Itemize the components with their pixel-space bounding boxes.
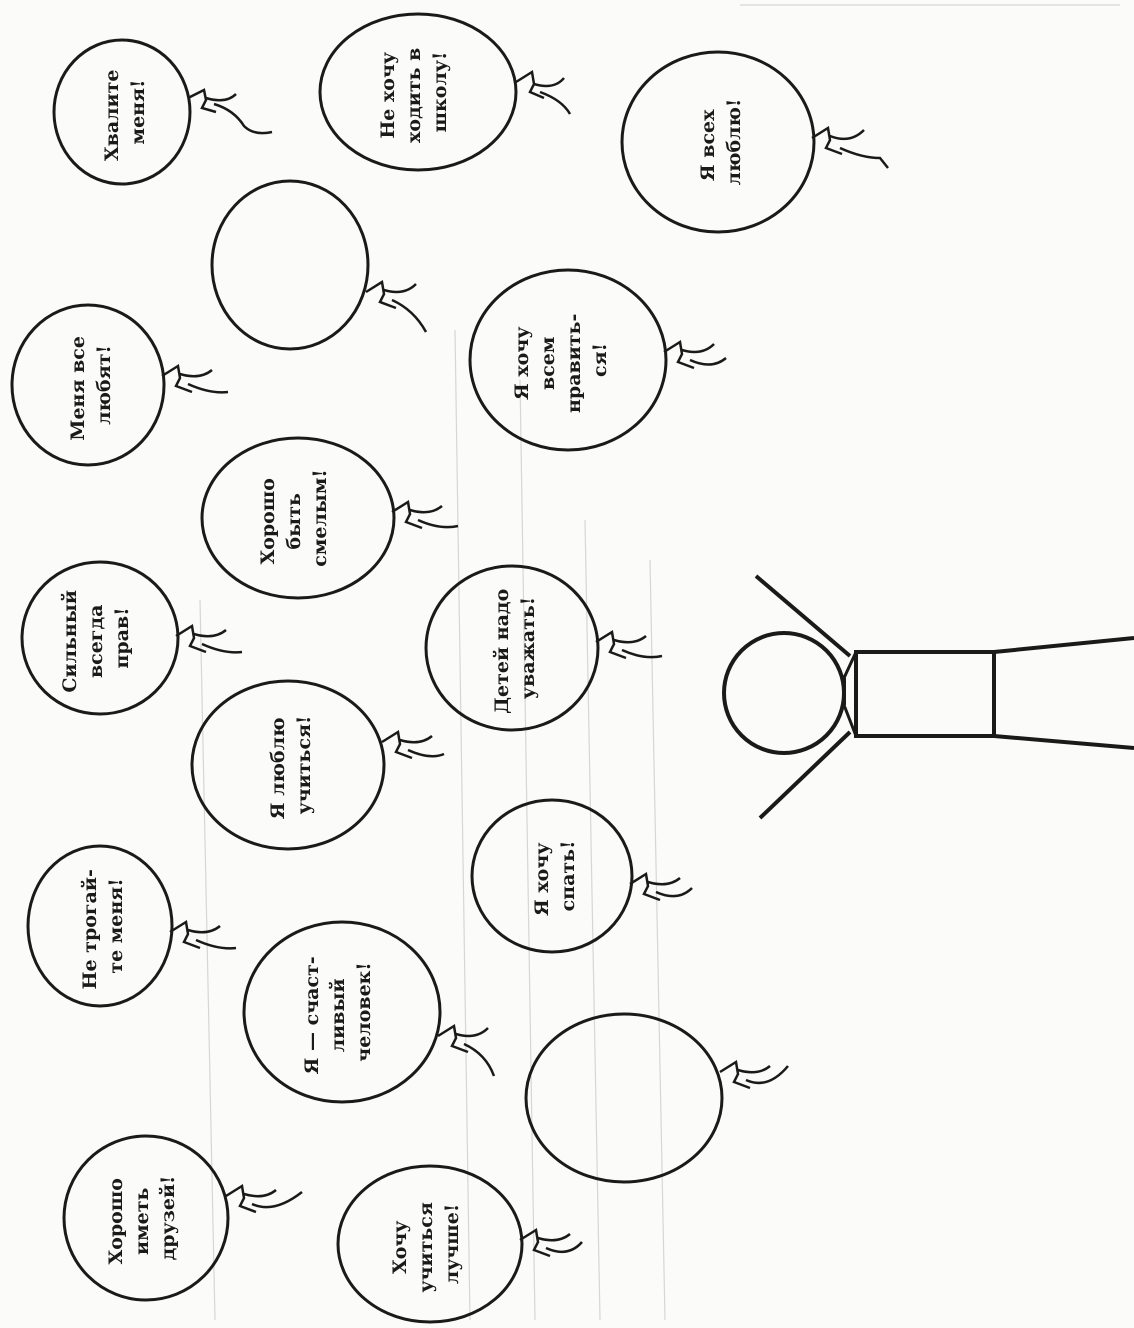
balloon-ya-vsekh-lyublyu: Я всех люблю! bbox=[620, 50, 889, 234]
balloon-ya-schastlivyy-chelovek: Я — счаст- ливый человек! bbox=[242, 920, 496, 1104]
balloon-text: Я — счаст- ливый человек! bbox=[301, 950, 375, 1075]
balloon-khorosho-imet-druzey: Хорошо иметь друзей! bbox=[62, 1134, 303, 1302]
balloon-text: Не трогай- те меня! bbox=[79, 863, 127, 990]
balloon-text: Я всех люблю! bbox=[697, 99, 745, 186]
balloon-detey-nado-uvazhat: Детей надо уважать! bbox=[424, 564, 663, 732]
bleed-through-texture bbox=[199, 4, 1120, 1321]
balloon-text: Хорошо иметь друзей! bbox=[105, 1171, 179, 1264]
balloon-text: Я люблю учиться! bbox=[267, 711, 315, 819]
figure-torso bbox=[854, 650, 996, 738]
balloon-ne-khochu-v-shkolu: Не хочу ходить в школу! bbox=[318, 12, 572, 172]
balloon-text: Хочу учиться лучше! bbox=[389, 1195, 463, 1292]
balloon-ya-khochu-vsem-nravitsya: Я хочу всем нравить- ся! bbox=[468, 268, 727, 452]
figure-arm-right bbox=[758, 730, 852, 820]
balloon-text: Не хочу ходить в школу! bbox=[377, 41, 451, 143]
figure-leg-lower bbox=[993, 734, 1134, 750]
balloon-ya-lyublyu-uchitsya: Я люблю учиться! bbox=[190, 679, 445, 851]
balloon-blank-top bbox=[210, 179, 428, 351]
balloon-text: Я хочу спать! bbox=[531, 836, 579, 916]
balloon-silnyy-vsegda-prav: Сильный всегда прав! bbox=[20, 560, 243, 716]
balloon-text: Хвалите меня! bbox=[101, 63, 149, 161]
balloon-text: Меня все любят! bbox=[67, 329, 115, 440]
balloon-blank-bottom bbox=[524, 1012, 789, 1184]
balloon-khorosho-byt-smelym: Хорошо быть смелым! bbox=[200, 436, 459, 600]
stick-figure bbox=[722, 574, 1134, 820]
balloon-text: Я хочу всем нравить- ся! bbox=[511, 307, 611, 413]
balloon-ya-khochu-spat: Я хочу спать! bbox=[470, 798, 693, 954]
balloon-khvalite-menya: Хвалите меня! bbox=[52, 38, 273, 186]
figure-leg-upper bbox=[993, 636, 1134, 654]
figure-arm-left bbox=[754, 574, 852, 658]
balloon-text: Детей надо уважать! bbox=[491, 582, 539, 714]
balloon-menya-vse-lyubyat: Меня все любят! bbox=[10, 303, 229, 467]
balloon-text: Хорошо быть смелым! bbox=[257, 469, 331, 566]
balloon-khochu-uchitsya-luchshe: Хочу учиться лучше! bbox=[336, 1164, 583, 1324]
balloon-text: Сильный всегда прав! bbox=[59, 583, 133, 692]
balloon-ne-trogayte-menya: Не трогай- те меня! bbox=[26, 844, 237, 1008]
